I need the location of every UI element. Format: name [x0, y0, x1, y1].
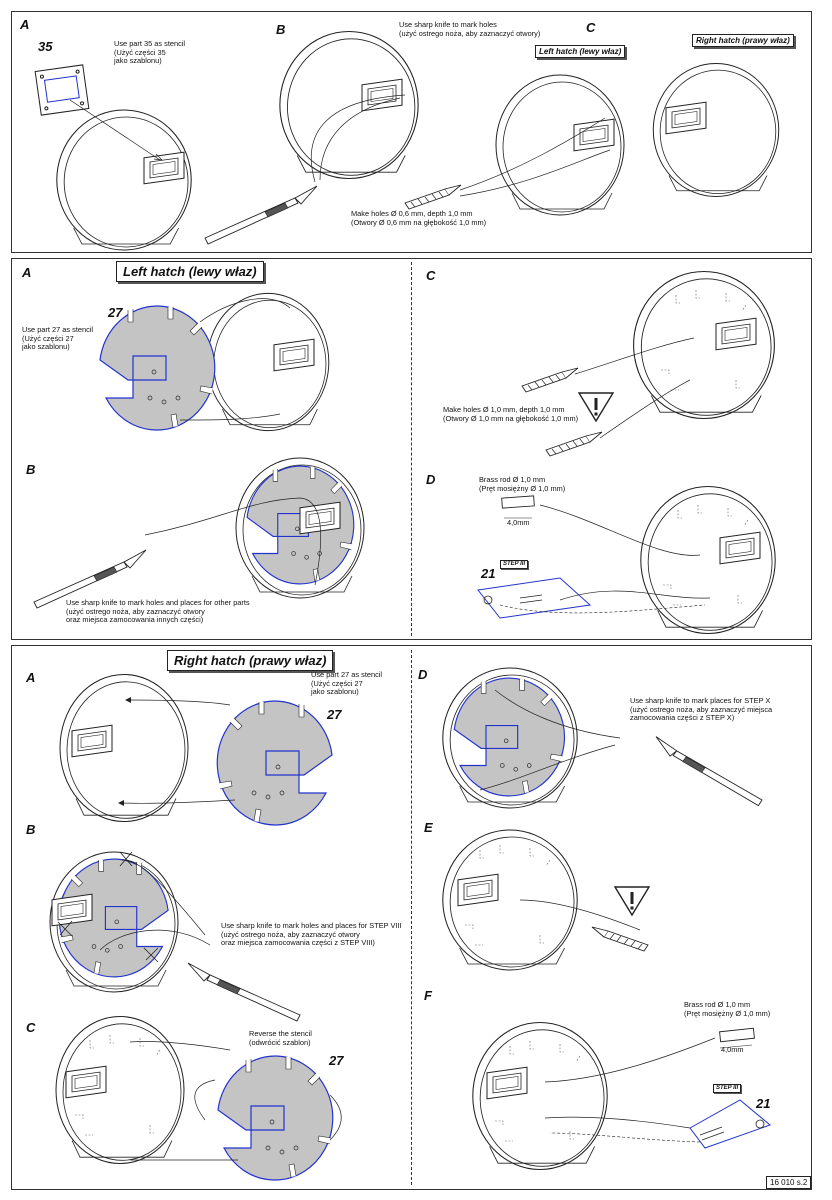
panel1-step-c-label: C — [586, 20, 596, 35]
left-hatch-title: Left hatch (lewy właz) — [116, 261, 264, 282]
knife-mark-holes-instruction: Use sharp knife to mark holes (użyć ostr… — [399, 20, 541, 38]
part-27-reverse-label: 27 — [329, 1053, 344, 1068]
panel-3-divider — [411, 650, 412, 1185]
rod-length-label: 4,0mm — [507, 518, 530, 527]
knife-step-viii-instruction: Use sharp knife to mark holes and places… — [221, 921, 402, 947]
knife-other-parts-instruction: Use sharp knife to mark holes and places… — [66, 598, 250, 624]
panel-3-frame — [11, 645, 812, 1190]
panel2-step-b-label: B — [26, 462, 36, 477]
stencil-35-instruction: Use part 35 as stencil (Użyć części 35 j… — [114, 39, 186, 65]
knife-step-x-instruction: Use sharp knife to mark places for STEP … — [630, 696, 773, 722]
panel3-step-e-label: E — [424, 820, 433, 835]
brass-rod-instruction: Brass rod Ø 1,0 mm (Pręt mosiężny Ø 1,0 … — [479, 475, 566, 493]
left-hatch-caption: Left hatch (lewy właz) — [535, 45, 626, 58]
panel3-step-c-label: C — [26, 1020, 36, 1035]
panel1-step-b-label: B — [276, 22, 286, 37]
right-hatch-title: Right hatch (prawy właz) — [167, 650, 334, 671]
panel-2-frame — [11, 258, 812, 640]
panel3-step-d-label: D — [418, 667, 428, 682]
brass-rod-right-instruction: Brass rod Ø 1,0 mm (Pręt mosiężny Ø 1,0 … — [684, 1000, 771, 1018]
panel2-step-d-label: D — [426, 472, 436, 487]
part-27-label: 27 — [108, 305, 123, 320]
panel-2-divider — [411, 262, 412, 636]
part-27-right-label: 27 — [327, 707, 342, 722]
panel3-step-a-label: A — [26, 670, 36, 685]
panel1-step-a-label: A — [20, 17, 30, 32]
panel-1-frame — [11, 11, 812, 253]
make-holes-1-0-instruction: Make holes Ø 1,0 mm, depth 1,0 mm (Otwor… — [443, 405, 579, 423]
part-35-label: 35 — [38, 39, 53, 54]
panel2-step-c-label: C — [426, 268, 436, 283]
stencil-27-instruction: Use part 27 as stencil (Użyć części 27 j… — [22, 325, 94, 351]
page-identifier: 16 010 s.2 — [766, 1176, 812, 1189]
part-21-right-label: 21 — [756, 1096, 771, 1111]
step-iii-tag: STEP III — [500, 560, 529, 569]
step-iii-tag-right: STEP III — [713, 1084, 742, 1093]
panel3-step-f-label: F — [424, 988, 432, 1003]
reverse-stencil-instruction: Reverse the stencil (odwrócić szablon) — [249, 1029, 312, 1047]
rod-length-right-label: 4,0mm — [721, 1045, 744, 1054]
panel2-step-a-label: A — [22, 265, 32, 280]
stencil-27-right-instruction: Use part 27 as stencil (Użyć części 27 j… — [311, 670, 383, 696]
right-hatch-caption: Right hatch (prawy właz) — [692, 34, 794, 47]
part-21-label: 21 — [481, 566, 496, 581]
make-holes-0-6-instruction: Make holes Ø 0,6 mm, depth 1,0 mm (Otwor… — [351, 209, 487, 227]
panel3-step-b-label: B — [26, 822, 36, 837]
